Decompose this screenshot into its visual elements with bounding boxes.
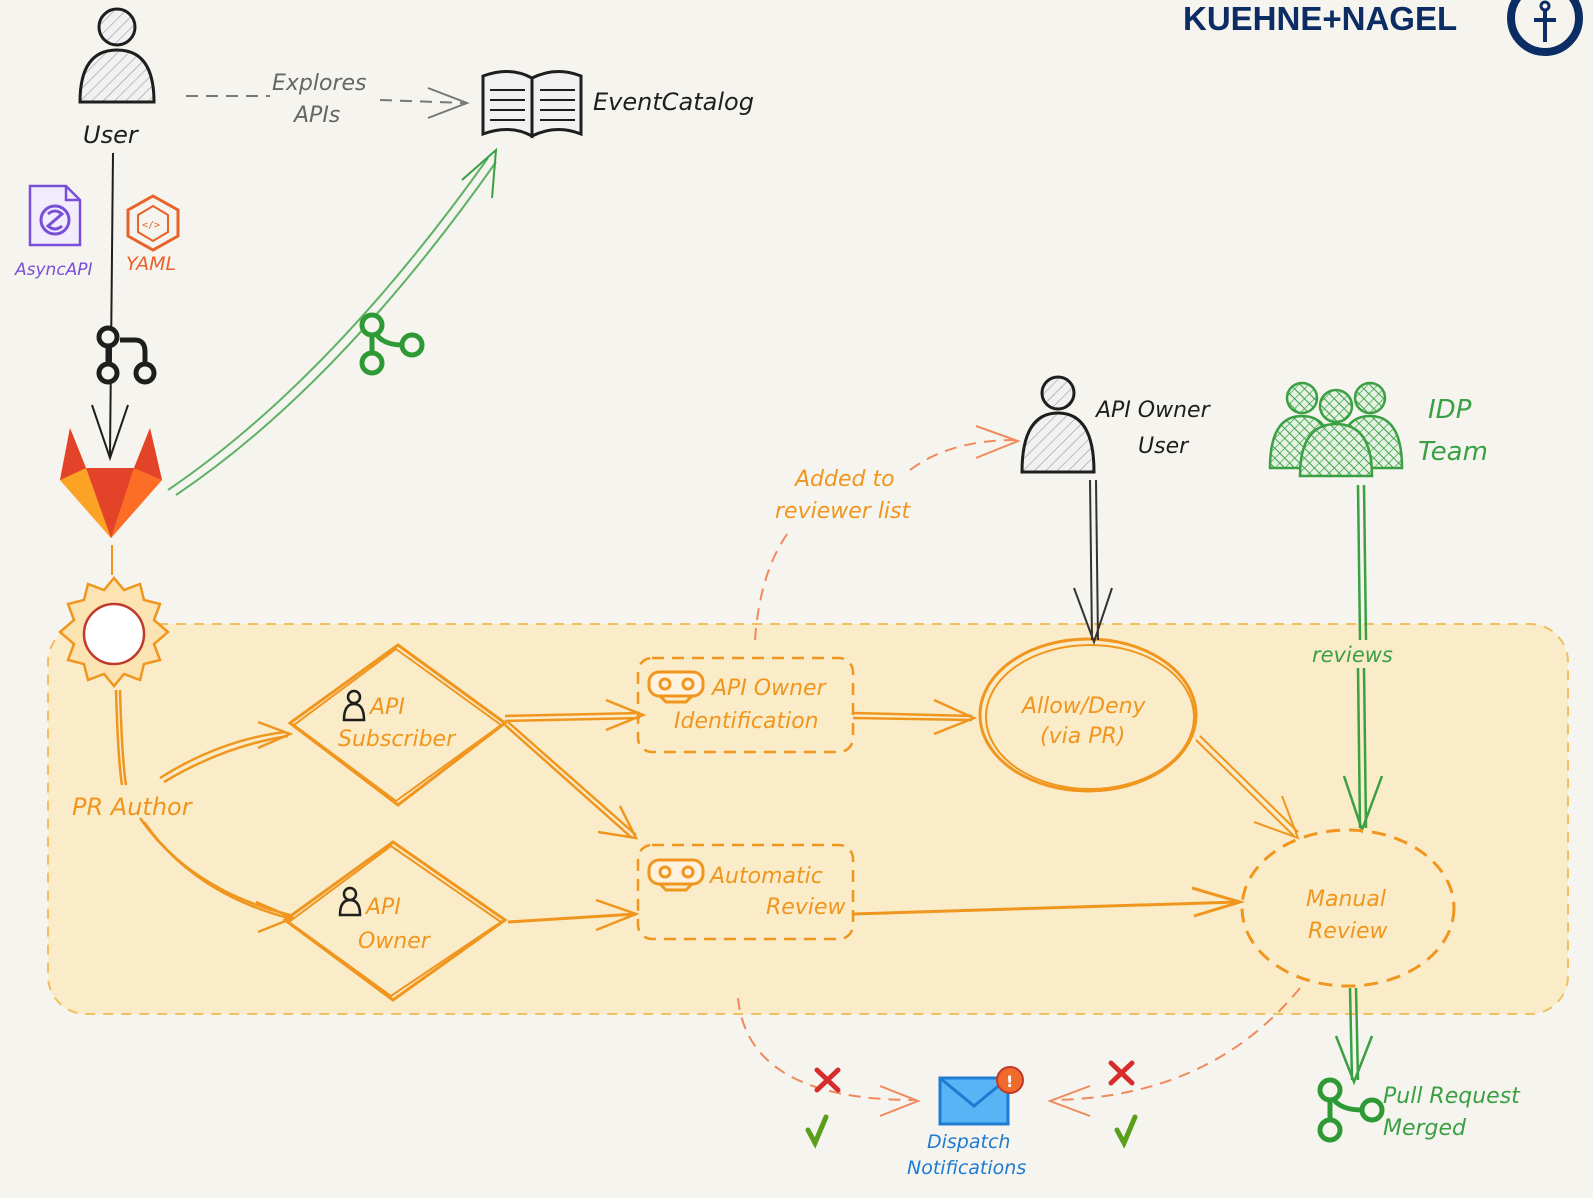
pr-author-label: PR Author [72, 793, 194, 821]
person-icon [338, 886, 362, 917]
owner-identification-box [636, 656, 855, 754]
allow-deny-label-1: Allow/Deny [1020, 694, 1147, 719]
auto-review-label-1: Automatic [708, 864, 823, 889]
api-subscriber-label-2: Subscriber [338, 727, 457, 752]
eventcatalog-label: EventCatalog [593, 88, 754, 116]
asyncapi-icon [28, 184, 82, 247]
owner-to-allow-arrow [1073, 479, 1113, 646]
yaml-icon: </> [126, 194, 180, 252]
api-owner-user-icon [1020, 375, 1096, 474]
gitlab-icon [60, 428, 162, 538]
idp-reviews-arrow [1342, 484, 1384, 834]
idp-team-label-1: IDP [1428, 395, 1472, 425]
manual-review-label-2: Review [1308, 919, 1388, 944]
dispatch-label-2: Notifications [907, 1157, 1026, 1179]
success-icon [805, 1114, 829, 1149]
api-owner-label-1: API [364, 895, 401, 920]
reviewer-list-arrowhead [975, 425, 1021, 459]
added-label-2: reviewer list [775, 499, 912, 524]
api-owner-decision [282, 840, 508, 1002]
asyncapi-label: AsyncAPI [14, 260, 93, 280]
notify-arrowhead-right [1047, 1085, 1091, 1117]
pull-request-icon [96, 325, 157, 385]
anchor-icon [1507, 0, 1583, 56]
mail-icon: ! [938, 1066, 1024, 1126]
dispatch-label-1: Dispatch [927, 1131, 1010, 1153]
publish-arrow [167, 147, 498, 496]
manual-to-merged-arrow [1334, 987, 1374, 1086]
pr-author-paths [114, 689, 297, 934]
decision-arrows [504, 698, 647, 932]
merged-icon [1317, 1077, 1385, 1143]
explores-label-1: Explores [272, 71, 367, 96]
merged-label-1: Pull Request [1383, 1084, 1521, 1109]
brand-wordmark: KUEHNE+NAGEL [1183, 0, 1457, 37]
book-icon [481, 70, 583, 139]
api-owner-user-label-1: API Owner [1094, 398, 1212, 423]
user-label: User [83, 121, 140, 149]
allow-deny-label-2: (via PR) [1040, 724, 1125, 749]
pipeline-gear-icon [58, 576, 170, 688]
notify-arrowhead-left [879, 1085, 921, 1117]
api-owner-label-2: Owner [358, 929, 432, 954]
robot-icon [647, 670, 705, 704]
success-icon [1114, 1114, 1138, 1149]
merge-icon [359, 312, 425, 376]
allow-to-manual-arrow [1195, 735, 1300, 840]
api-owner-user-label-2: User [1138, 434, 1190, 459]
owner-id-label-2: Identification [674, 709, 819, 734]
allow-deny-node [978, 637, 1198, 793]
api-subscriber-decision [287, 643, 508, 807]
fail-icon [814, 1067, 841, 1093]
automatic-review-box [636, 843, 855, 941]
identification-to-allow-arrow [852, 698, 978, 736]
yaml-label: YAML [126, 253, 176, 275]
user-to-gitlab-arrow [91, 152, 129, 462]
svg-text:!: ! [1006, 1072, 1013, 1091]
manual-review-node [1240, 828, 1456, 988]
merged-label-2: Merged [1383, 1116, 1467, 1141]
notify-arrows [737, 987, 1301, 1101]
idp-team-icon [1268, 381, 1404, 478]
explores-label-2: APIs [292, 103, 340, 128]
person-icon [342, 689, 366, 722]
owner-id-label-1: API Owner [710, 676, 828, 701]
robot-icon [647, 858, 705, 892]
reviews-label: reviews [1312, 643, 1393, 667]
user-icon [78, 7, 156, 104]
manual-review-label-1: Manual [1306, 887, 1386, 912]
explores-arrow [186, 87, 470, 119]
fail-icon [1108, 1060, 1135, 1086]
reviewer-list-arrow [754, 439, 1016, 641]
added-label-1: Added to [793, 467, 895, 492]
api-subscriber-label-1: API [368, 695, 405, 720]
process-panel [47, 623, 1569, 1015]
svg-text:</>: </> [142, 220, 160, 231]
idp-team-label-2: Team [1418, 437, 1488, 467]
auto-review-label-2: Review [766, 895, 846, 920]
auto-to-manual-arrow [852, 886, 1246, 918]
